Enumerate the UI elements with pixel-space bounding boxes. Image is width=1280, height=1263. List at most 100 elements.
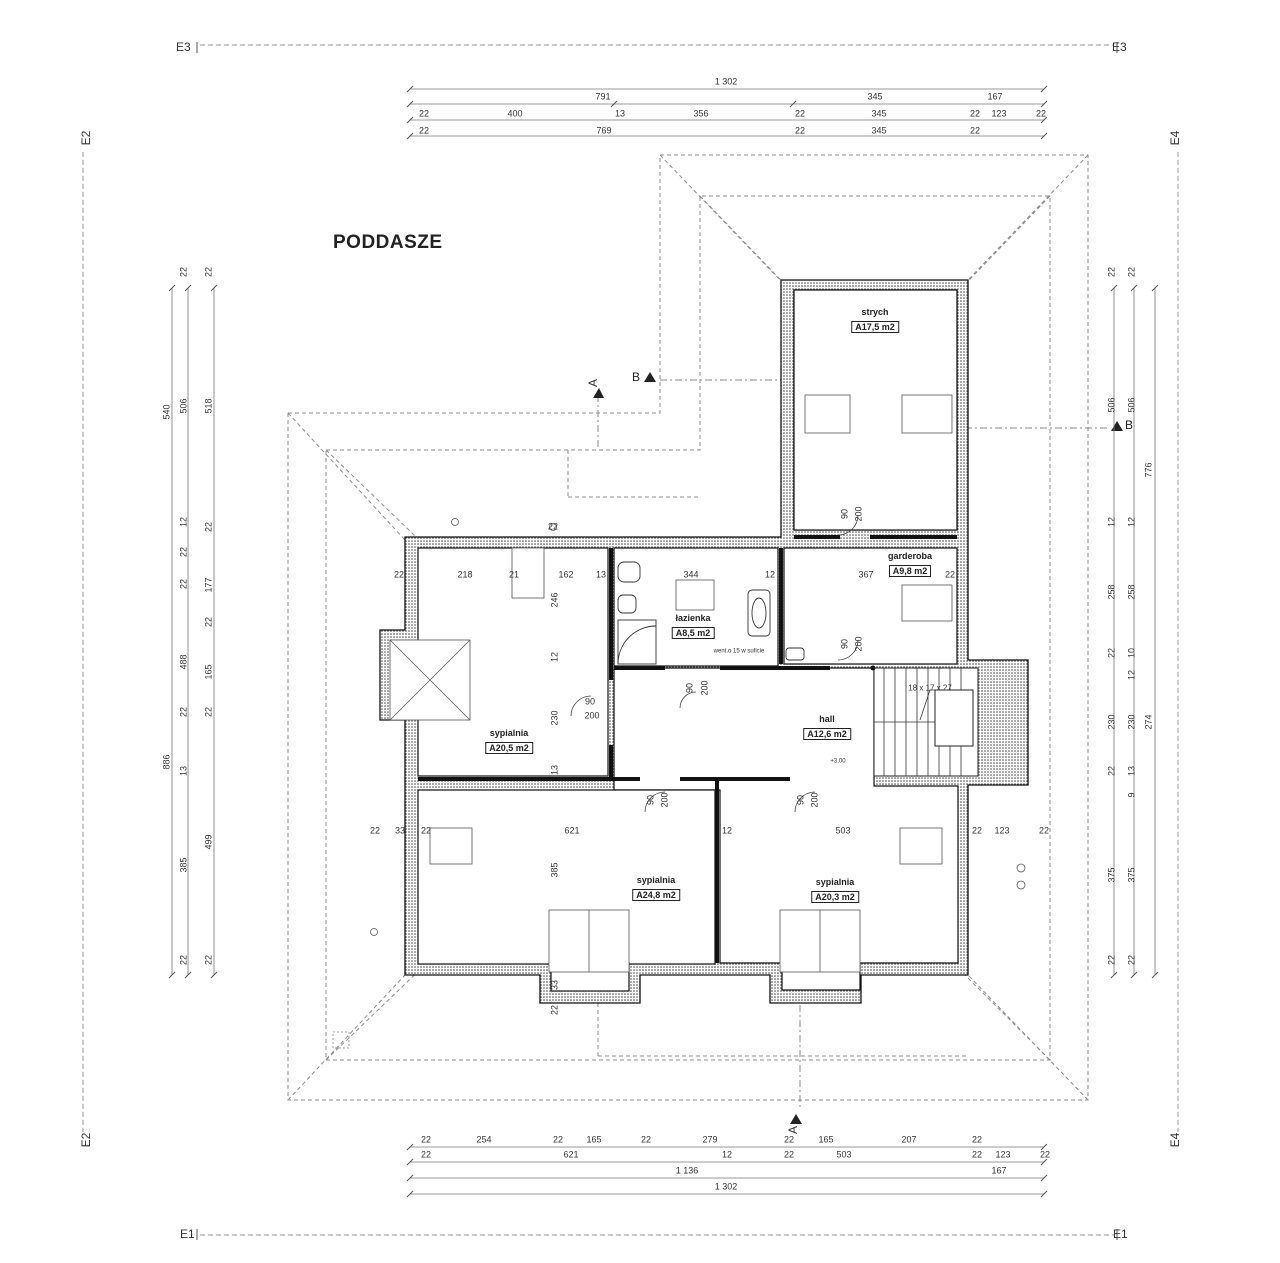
dim-inner: 22 xyxy=(420,825,432,836)
dim-top1: 1 302 xyxy=(714,76,738,87)
dim-right2: 22 xyxy=(1106,954,1117,966)
dim-left2: 385 xyxy=(178,857,189,873)
room-name: hall xyxy=(819,714,835,724)
room-sypialnia-3: sypialnia A20,3 m2 xyxy=(811,877,859,905)
room-interiors xyxy=(417,289,959,992)
dim-inner: 12 xyxy=(721,825,733,836)
dim-bot2: 22 xyxy=(420,1149,432,1160)
dim-bot1: 254 xyxy=(476,1134,492,1145)
dim-right2: 230 xyxy=(1106,714,1117,730)
room-name: strych xyxy=(861,307,889,317)
door-label-w: 90 xyxy=(584,696,596,707)
dim-bot4: 1 302 xyxy=(714,1181,738,1192)
dim-bot1: 22 xyxy=(420,1134,432,1145)
dim-right2: 12 xyxy=(1106,516,1117,528)
room-sypialnia-1: sypialnia A20,5 m2 xyxy=(485,728,533,756)
dim-bot1: 22 xyxy=(640,1134,652,1145)
dim-inner: 22 xyxy=(393,569,405,580)
dim-inner: 12 xyxy=(764,569,776,580)
dim-inner: 123 xyxy=(994,825,1010,836)
dim-top3: 345 xyxy=(871,108,887,119)
dim-left1: 540 xyxy=(161,404,172,420)
dim-left3: 22 xyxy=(203,521,214,533)
dim-inner: 22 xyxy=(549,1004,560,1016)
dim-bot1: 165 xyxy=(818,1134,834,1145)
dim-right3: 12 xyxy=(1126,516,1137,528)
section-a-bottom: A xyxy=(786,1125,800,1135)
door-label-h: 200 xyxy=(659,792,670,808)
dim-right3: 375 xyxy=(1126,867,1137,883)
dim-top2: 791 xyxy=(595,91,611,102)
dim-left1: 886 xyxy=(161,754,172,770)
dim-right1: 776 xyxy=(1143,462,1154,478)
dim-inner: 503 xyxy=(835,825,851,836)
dim-bot1: 22 xyxy=(552,1134,564,1145)
section-a-top: A xyxy=(586,378,600,388)
axis-label-e1-left: E1 xyxy=(180,1227,195,1241)
dim-top2: 167 xyxy=(987,91,1003,102)
stairs-note: 18 x 17 x 27 xyxy=(908,683,952,693)
dim-right2: 506 xyxy=(1126,397,1137,413)
door-label-w: 90 xyxy=(684,682,695,694)
room-area: A20,5 m2 xyxy=(485,742,533,754)
section-b-right: B xyxy=(1125,418,1134,432)
dim-left3: 518 xyxy=(203,398,214,414)
dim-left3: 22 xyxy=(178,578,189,590)
room-area: A9,8 m2 xyxy=(888,565,932,577)
dim-inner: 230 xyxy=(549,710,560,726)
door-label-w: 90 xyxy=(839,638,850,650)
dim-inner: 367 xyxy=(858,569,874,580)
room-garderoba: garderoba A9,8 m2 xyxy=(888,551,932,579)
dim-right2: 22 xyxy=(1106,647,1117,659)
door-label-h: 200 xyxy=(853,636,864,652)
dim-top3: 13 xyxy=(614,108,626,119)
room-sypialnia-2: sypialnia A24,8 m2 xyxy=(632,875,680,903)
dim-left3: 22 xyxy=(178,706,189,718)
dim-bot2: 503 xyxy=(836,1149,852,1160)
dim-bot3: 1 136 xyxy=(675,1165,699,1176)
dim-inner: 22 xyxy=(547,521,559,532)
dim-inner: 344 xyxy=(683,569,699,580)
dim-right3: 258 xyxy=(1126,584,1137,600)
dim-bot2: 22 xyxy=(1039,1149,1051,1160)
dim-bot2: 12 xyxy=(721,1149,733,1160)
dim-right3: 22 xyxy=(1126,954,1137,966)
room-area: A12,6 m2 xyxy=(803,728,851,740)
dim-left2: 22 xyxy=(203,616,214,628)
dim-top3: 22 xyxy=(969,108,981,119)
door-label-w: 90 xyxy=(645,794,656,806)
dim-left2: 12 xyxy=(178,516,189,528)
dim-left2: 22 xyxy=(178,266,189,278)
axis-frame xyxy=(82,44,1179,1236)
dim-left2: 177 xyxy=(203,577,214,593)
dim-bot2: 22 xyxy=(783,1149,795,1160)
dim-left2: 488 xyxy=(178,654,189,670)
dim-right2: 22 xyxy=(1106,266,1117,278)
dim-left3: 22 xyxy=(203,954,214,966)
dim-bot3: 167 xyxy=(991,1165,1007,1176)
dim-bot2: 621 xyxy=(563,1149,579,1160)
dim-left2: 22 xyxy=(203,706,214,718)
dim-inner: 22 xyxy=(1038,825,1050,836)
dim-right2: 258 xyxy=(1106,584,1117,600)
page-title: PODDASZE xyxy=(333,232,443,253)
room-area: A17,5 m2 xyxy=(851,321,899,333)
door-label-h: 200 xyxy=(853,506,864,522)
dim-right3: 22 xyxy=(1126,266,1137,278)
dim-top3: 22 xyxy=(794,108,806,119)
dim-top3: 22 xyxy=(418,108,430,119)
room-area: A8,5 m2 xyxy=(671,627,715,639)
dim-inner: 621 xyxy=(564,825,580,836)
dim-top4: 345 xyxy=(871,125,887,136)
room-strych: strych A17,5 m2 xyxy=(851,307,899,335)
dim-inner: 246 xyxy=(549,592,560,608)
dim-inner: 33 xyxy=(549,979,560,991)
dim-top3: 123 xyxy=(991,108,1007,119)
dim-inner: 13 xyxy=(549,764,560,776)
room-name: łazienka xyxy=(675,613,711,623)
dim-right1: 274 xyxy=(1143,714,1154,730)
dim-left2: 13 xyxy=(178,765,189,777)
dim-inner: 13 xyxy=(595,569,607,580)
